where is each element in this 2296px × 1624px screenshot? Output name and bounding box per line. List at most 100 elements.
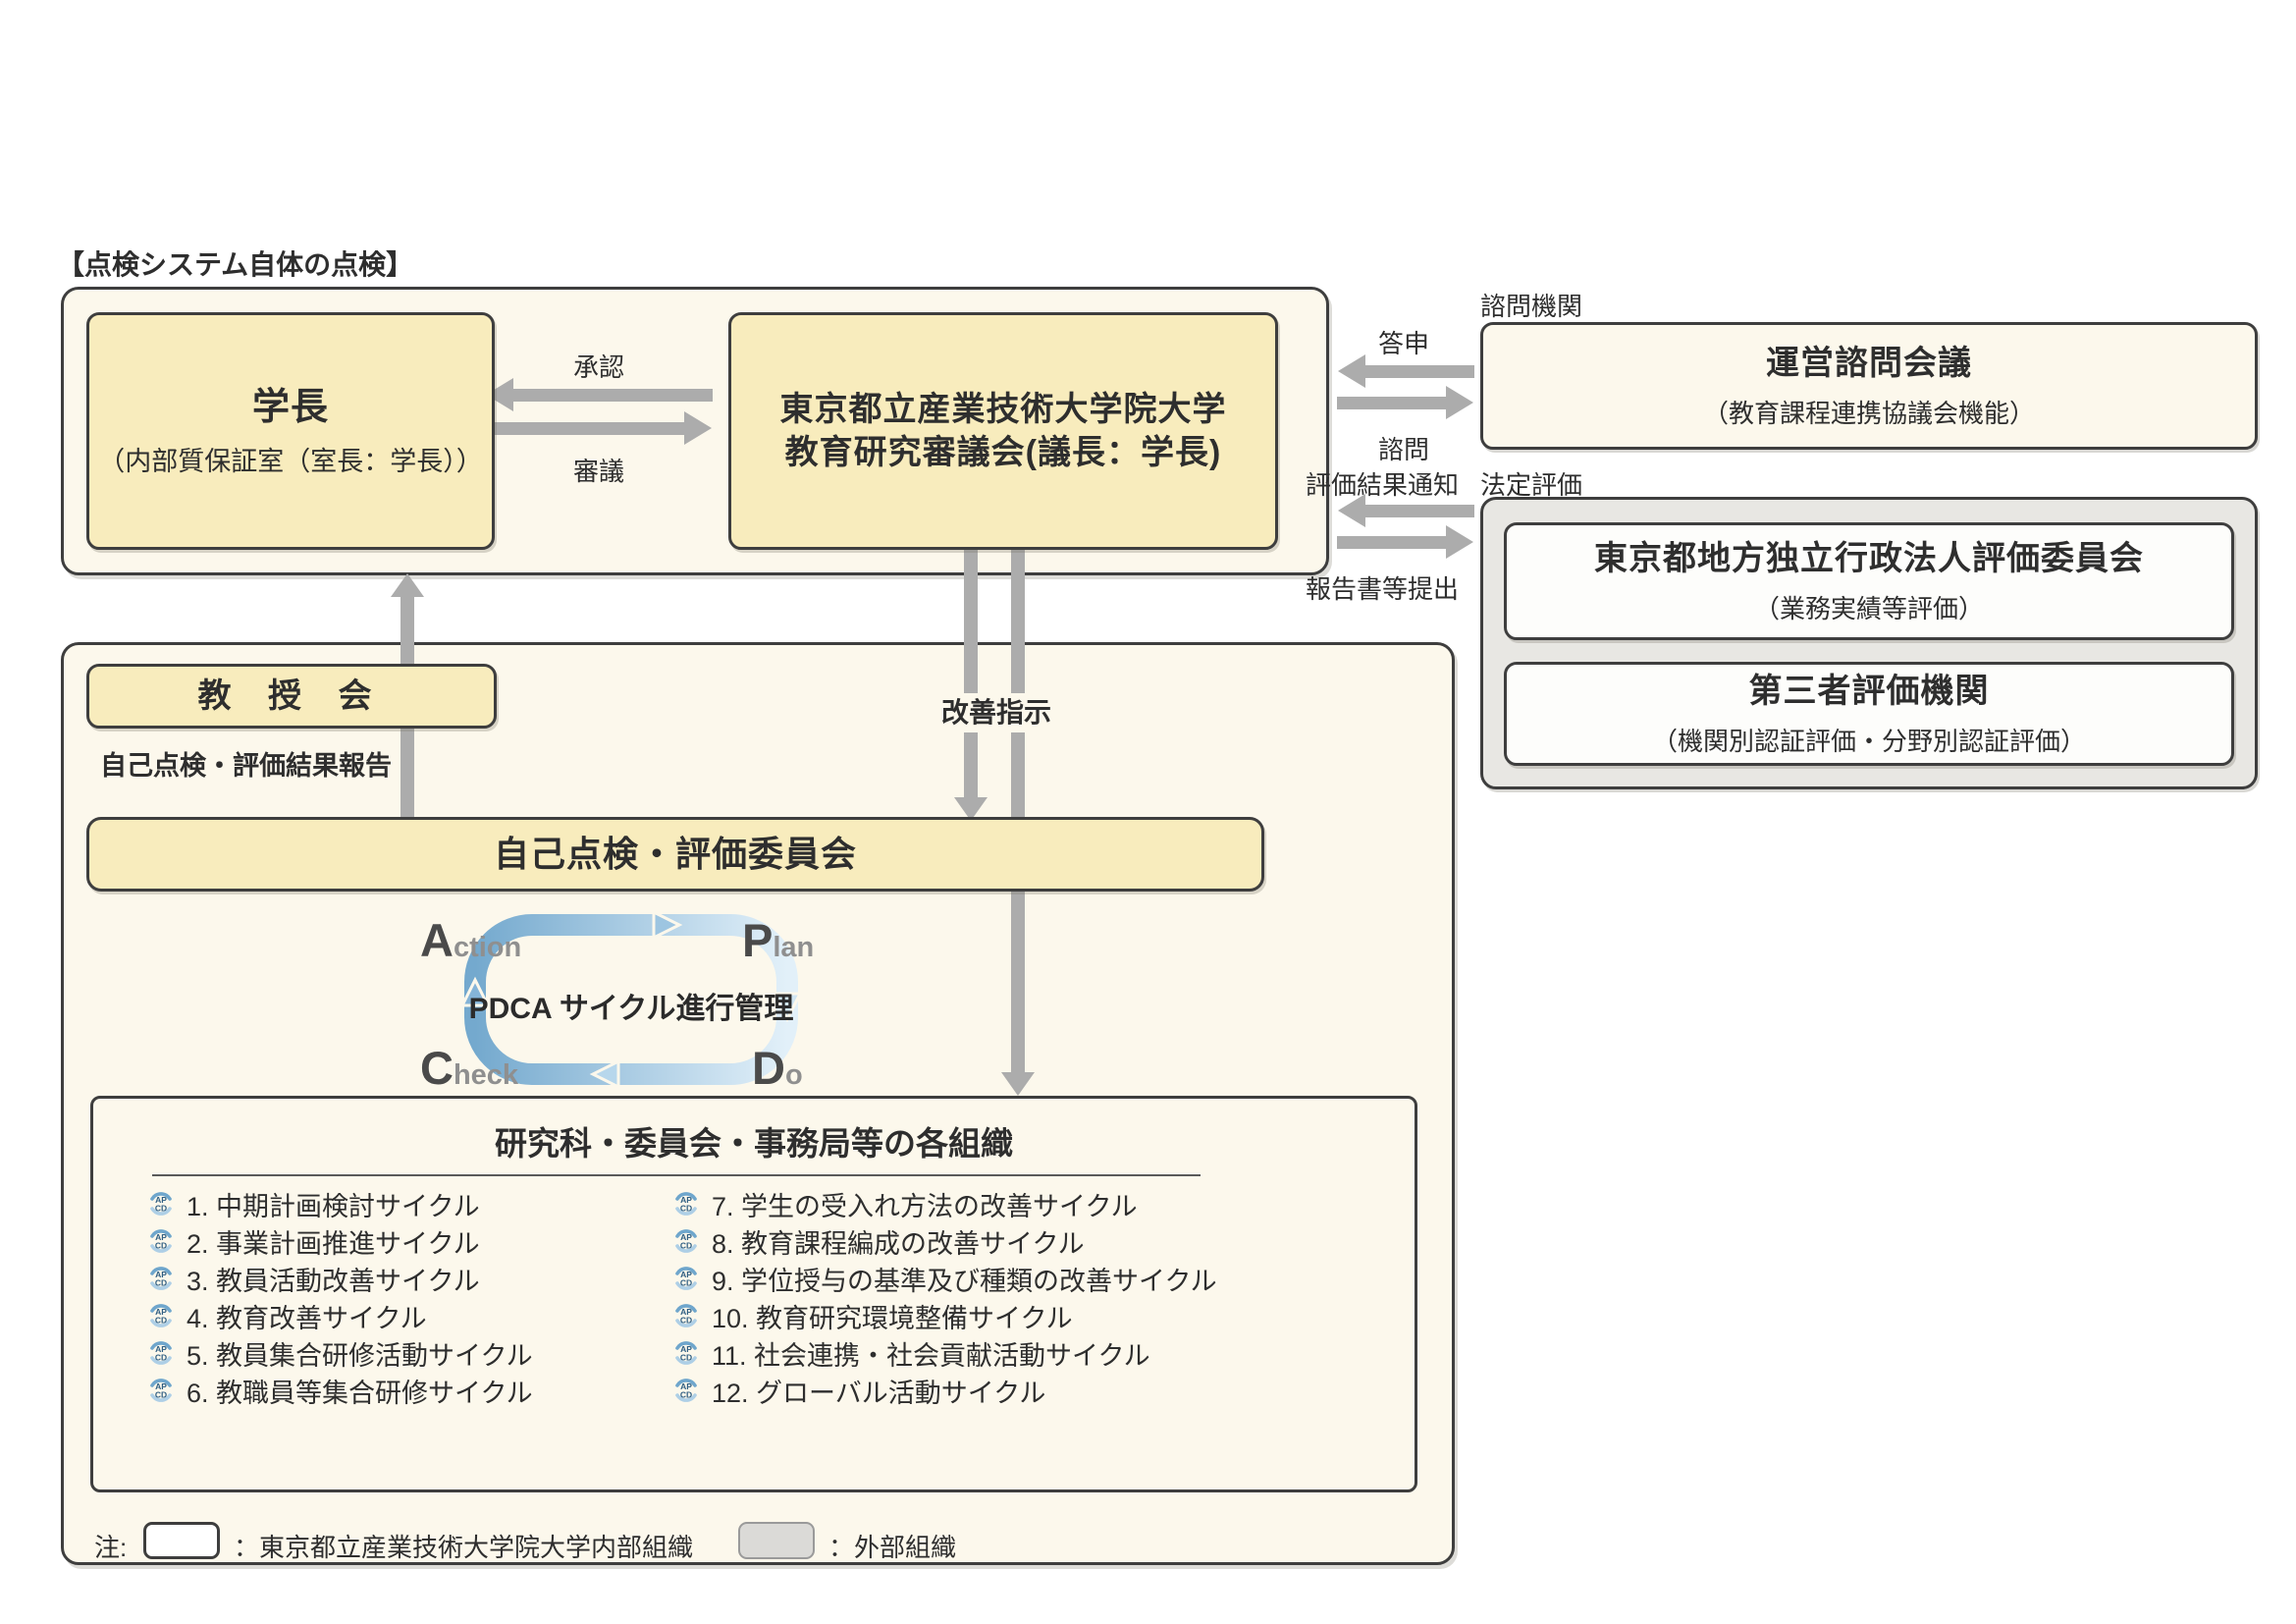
report-arrow-head [391,573,424,597]
organisation-arrow-head [1001,1072,1035,1096]
cycle-label: 4. 教育改善サイクル [187,1303,427,1333]
pdca-mini-icon: AP CD [147,1377,175,1404]
cycle-list-item: AP CD 10. 教育研究環境整備サイクル [672,1302,1217,1333]
svg-text:AP: AP [680,1232,692,1242]
pdca-chevron-right [772,992,803,1023]
approval-arrow-label: 承認 [572,352,624,382]
cycle-list-item: AP CD 6. 教職員等集合研修サイクル [147,1377,533,1408]
svg-text:AP: AP [155,1344,167,1354]
advisory-box-subtitle: （教育課程連携協議会機能） [1702,398,2035,428]
pdca-mini-icon: AP CD [672,1339,700,1367]
svg-text:CD: CD [680,1316,692,1326]
faculty-meeting-label: 教 授 会 [197,677,386,715]
svg-text:CD: CD [680,1278,692,1288]
organisation-arrow-stem [1011,546,1025,1072]
improvement-instruction-label: 改善指示 [927,693,1066,732]
svg-text:AP: AP [155,1381,167,1391]
faculty-meeting-box: 教 授 会 [86,664,497,729]
pdca-cycle: Action Plan Check Do PDCA サイクル進行管理 [420,907,852,1104]
consult-arrow [1337,386,1473,419]
svg-text:CD: CD [155,1390,167,1400]
pdca-check-label: Check [420,1042,519,1094]
legend-internal-label: ：東京都立産業技術大学院大学内部組織 [234,1533,694,1562]
pdca-mini-icon: AP CD [147,1302,175,1329]
pdca-chevron-bottom [589,1058,620,1088]
cycle-label: 8. 教育課程編成の改善サイクル [712,1228,1085,1259]
advisory-organ-label: 諮問機関 [1480,292,1583,321]
svg-text:CD: CD [680,1390,692,1400]
svg-text:AP: AP [680,1344,692,1354]
council-line2: 教育研究審議会(議長：学長) [784,434,1222,471]
cycle-label: 5. 教員集合研修活動サイクル [187,1340,533,1371]
organisations-title: 研究科・委員会・事務局等の各組織 [495,1125,1013,1162]
svg-text:CD: CD [155,1353,167,1363]
organisations-box [90,1096,1417,1492]
cycle-label: 3. 教員活動改善サイクル [187,1266,480,1296]
pdca-chevron-top [652,911,683,941]
legend-external-label: ：外部組織 [828,1533,957,1562]
pdca-mini-icon: AP CD [147,1265,175,1292]
svg-text:CD: CD [680,1353,692,1363]
legal-evaluation-label: 法定評価 [1480,470,1583,500]
eval-committee-title: 東京都地方独立行政法人評価委員会 [1594,540,2144,578]
third-party-evaluation-box: 第三者評価機関 （機関別認証評価・分野別認証評価） [1504,662,2234,766]
cycle-label: 2. 事業計画推進サイクル [187,1228,480,1259]
svg-text:CD: CD [155,1241,167,1251]
cycle-list-item: AP CD 9. 学位授与の基準及び種類の改善サイクル [672,1265,1217,1296]
cycle-list-item: AP CD 4. 教育改善サイクル [147,1302,533,1333]
management-advisory-council-box: 運営諮問会議 （教育課程連携協議会機能） [1480,322,2258,450]
cycle-list-right: AP CD 7. 学生の受入れ方法の改善サイクル AP CD 8. 教育課程編成… [672,1190,1217,1414]
cycle-list-left: AP CD 1. 中期計画検討サイクル AP CD 2. 事業計画推進サイクル … [147,1190,533,1414]
svg-text:AP: AP [155,1270,167,1279]
cycle-list-item: AP CD 11. 社会連携・社会貢献活動サイクル [672,1339,1217,1371]
approval-arrow [486,378,713,411]
cycle-label: 7. 学生の受入れ方法の改善サイクル [712,1191,1138,1221]
svg-text:CD: CD [155,1278,167,1288]
president-title: 学長 [251,386,329,428]
self-inspection-committee-bar: 自己点検・評価委員会 [86,817,1264,892]
advisory-box-title: 運営諮問会議 [1766,345,1972,383]
cycle-list-item: AP CD 3. 教員活動改善サイクル [147,1265,533,1296]
council-line1: 東京都立産業技術大学院大学 [779,390,1227,428]
pdca-mini-icon: AP CD [672,1302,700,1329]
svg-text:AP: AP [155,1307,167,1317]
pdca-ring-graphic [459,911,803,1088]
pdca-mini-icon: AP CD [147,1227,175,1255]
evaluation-notice-arrow-label: 評価結果通知 [1306,470,1460,500]
pdca-mini-icon: AP CD [147,1190,175,1218]
pdca-mini-icon: AP CD [147,1339,175,1367]
pdca-mini-icon: AP CD [672,1265,700,1292]
president-subtitle: （内部質保証室（室長：学長）） [98,447,483,477]
cycle-label: 12. グローバル活動サイクル [712,1378,1046,1408]
page-title: 【点検システム自体の点検】 [57,249,414,280]
cycle-list-item: AP CD 12. グローバル活動サイクル [672,1377,1217,1408]
svg-text:CD: CD [680,1241,692,1251]
third-party-subtitle: （機関別認証評価・分野別認証評価） [1651,726,2086,756]
svg-text:AP: AP [680,1270,692,1279]
pdca-mini-icon: AP CD [672,1377,700,1404]
eval-committee-subtitle: （業務実績等評価） [1753,593,1984,623]
svg-text:AP: AP [155,1232,167,1242]
legend-note: 注: [94,1533,128,1562]
svg-text:CD: CD [680,1204,692,1214]
cycle-label: 6. 教職員等集合研修サイクル [187,1378,533,1408]
pdca-mini-icon: AP CD [672,1190,700,1218]
pdca-action-label: Action [420,914,522,966]
improvement-arrow-stem [964,546,978,799]
third-party-title: 第三者評価機関 [1748,673,1990,711]
report-submit-arrow [1337,525,1473,559]
president-box: 学長 （内部質保証室（室長：学長）） [86,312,495,550]
answer-arrow [1338,354,1474,388]
consult-arrow-label: 諮問 [1377,435,1429,464]
legend-internal-swatch [143,1522,220,1559]
cycle-label: 11. 社会連携・社会貢献活動サイクル [712,1340,1150,1371]
evaluation-notice-arrow [1338,494,1474,527]
pdca-mini-icon: AP CD [672,1227,700,1255]
report-submit-arrow-label: 報告書等提出 [1306,574,1460,604]
svg-text:CD: CD [155,1316,167,1326]
tokyo-iai-evaluation-committee-box: 東京都地方独立行政法人評価委員会 （業務実績等評価） [1504,522,2234,640]
pdca-do-label: Do [752,1042,803,1094]
answer-arrow-label: 答申 [1377,329,1429,358]
committee-bar-label: 自己点検・評価委員会 [493,833,857,874]
